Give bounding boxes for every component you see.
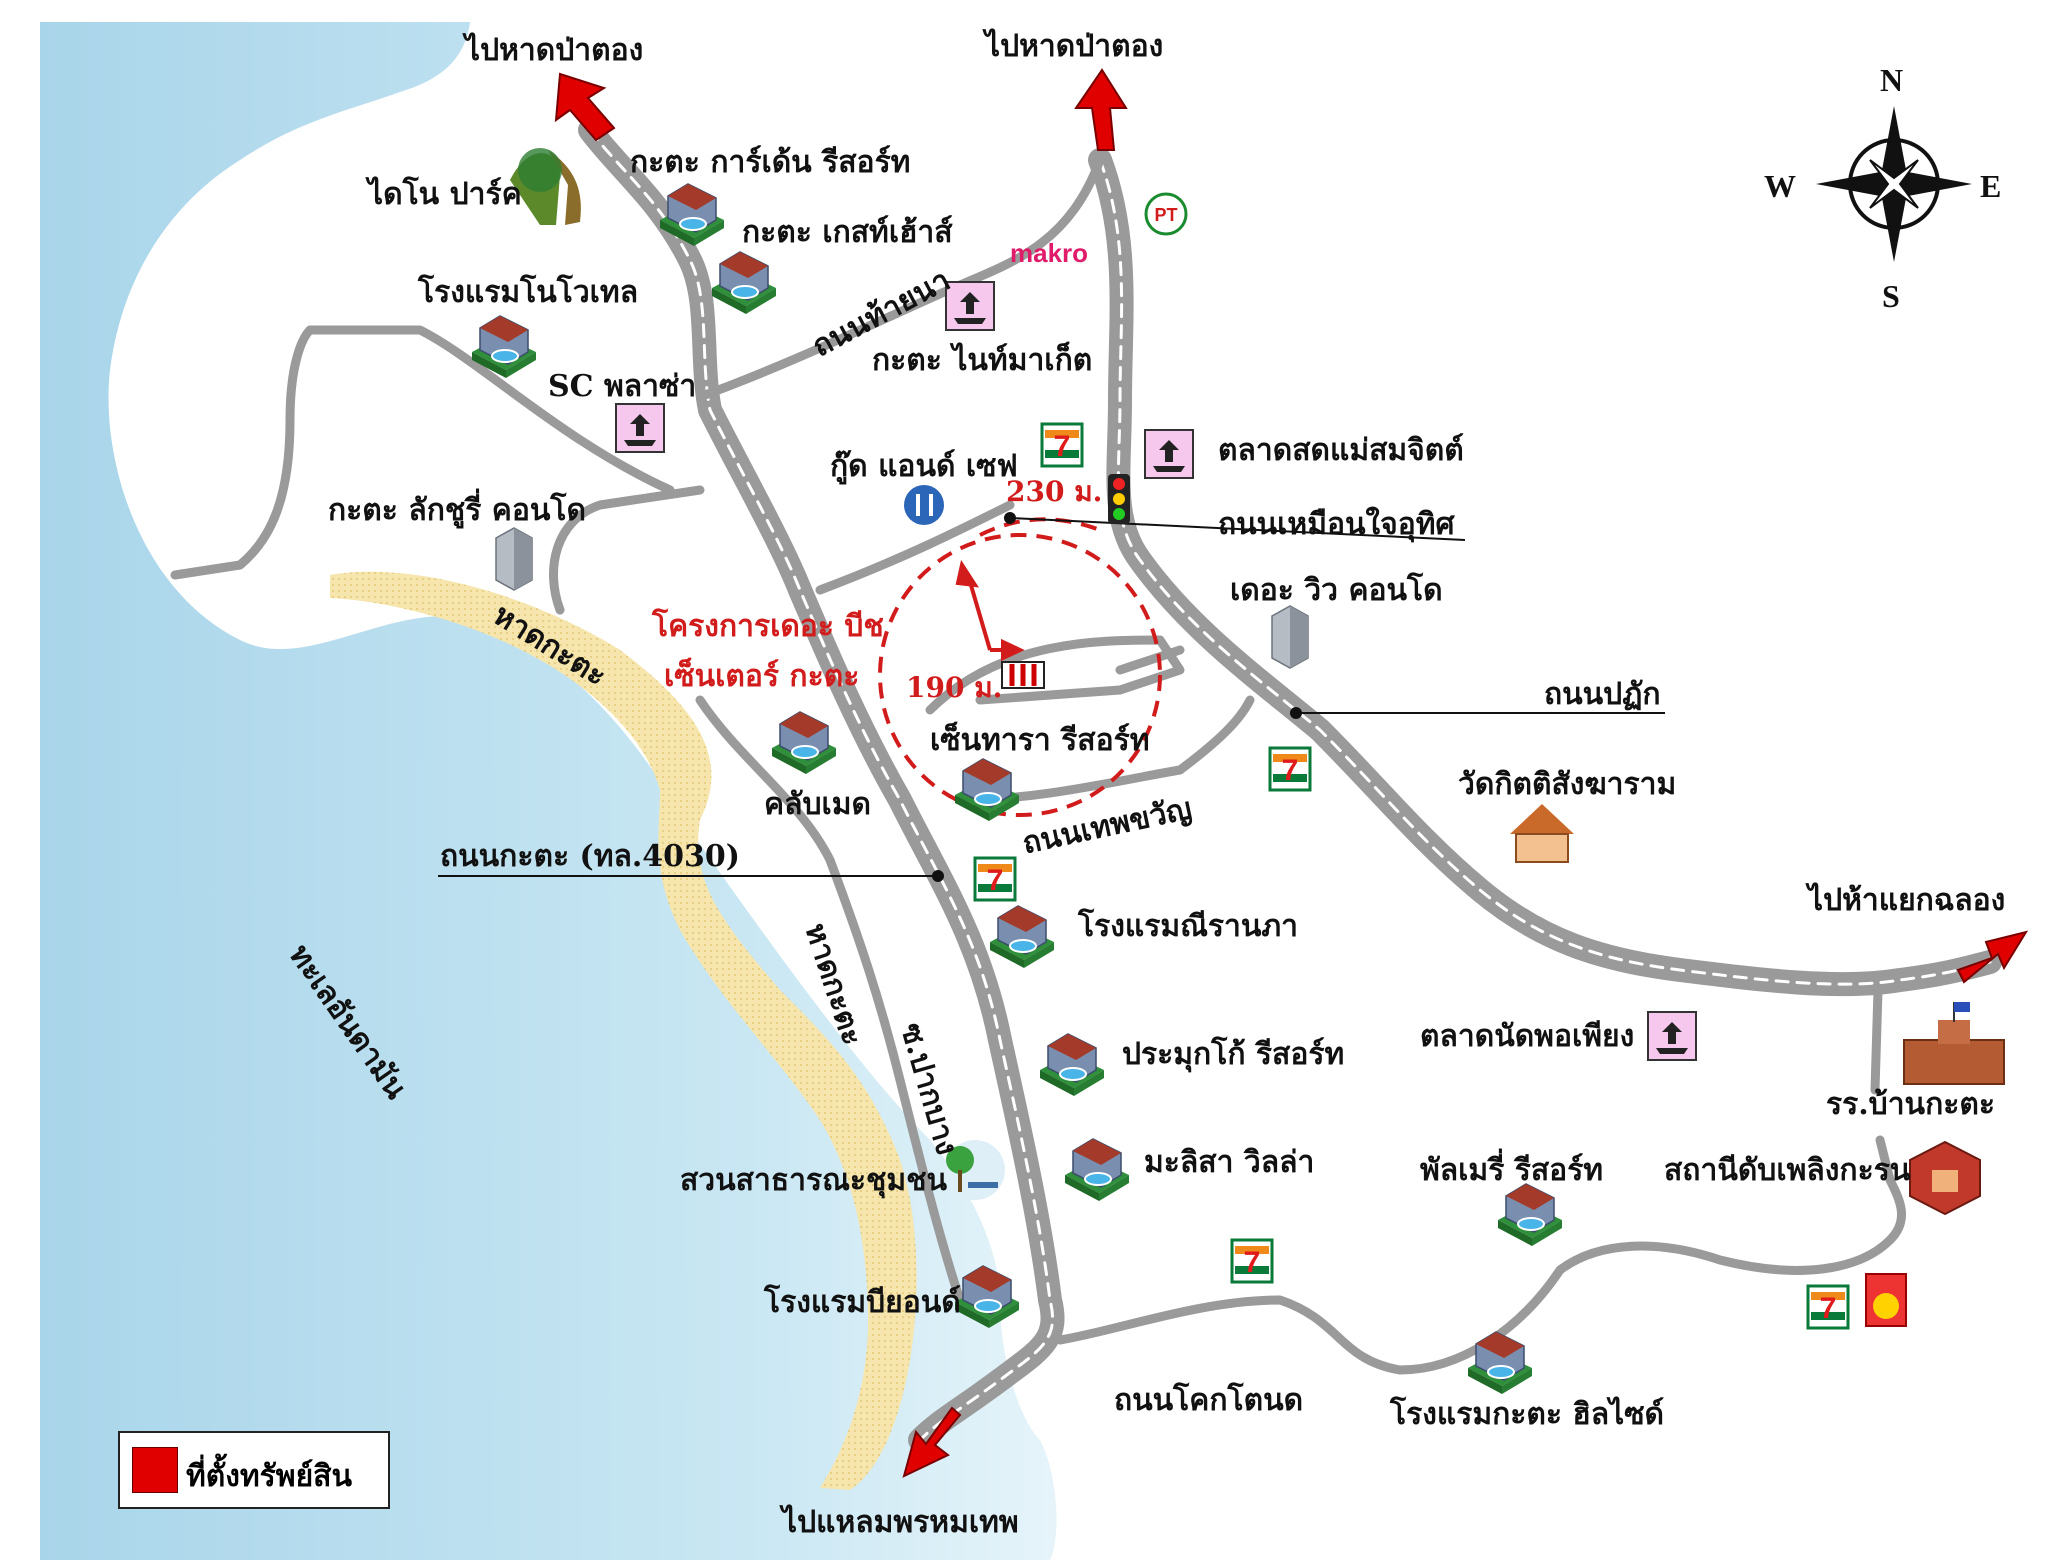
makro-logo: makro (1010, 238, 1088, 268)
direction-arrows (554, 68, 2029, 1478)
label-road-koktanod: ถนนโคกโตนด (1114, 1383, 1304, 1418)
seven-eleven-icon (1806, 1284, 1850, 1330)
label-malisa: มะลิสา วิลล่า (1144, 1145, 1315, 1180)
hotel-centara-icon (954, 758, 1020, 822)
direction-promthep: ไปแหลมพรหมเทพ (782, 1505, 1019, 1540)
label-centara: เซ็นทารา รีสอร์ท (930, 723, 1150, 758)
talad-mae-somjit-icon (1144, 429, 1194, 479)
label-ranapha: โรงแรมณีรานภา (1078, 909, 1299, 944)
label-beyond: โรงแรมบียอนด์ (764, 1285, 961, 1320)
hotel-palmery-icon (1497, 1183, 1563, 1247)
distance-190: 190 ม. (906, 671, 1003, 704)
hotel-kata-guesthouse-icon (711, 251, 777, 315)
good-and-safe-icon (904, 485, 944, 525)
dino-park-icon (510, 148, 581, 225)
distance-230: 230 ม. (1006, 475, 1103, 508)
hotel-kata-hillside-icon (1467, 1331, 1533, 1395)
kata-luxury-condo-icon (495, 527, 533, 591)
label-good-and-safe: กู๊ด แอนด์ เซฟ (830, 449, 1018, 484)
label-the-view-condo: เดอะ วิว คอนโด (1230, 573, 1443, 608)
legend-label: ที่ตั้งทรัพย์สิน (186, 1459, 352, 1494)
hotel-malisa-icon (1064, 1138, 1130, 1202)
seven-eleven-icon (1040, 422, 1084, 468)
label-sc-plaza: SC พลาซ่า (548, 369, 697, 404)
seven-eleven-icon (973, 856, 1017, 902)
label-kata-guesthouse: กะตะ เกสท์เฮ้าส์ (742, 215, 953, 250)
legend-swatch (132, 1447, 178, 1493)
map-legend: ที่ตั้งทรัพย์สิน (118, 1431, 390, 1509)
label-kata-hillside: โรงแรมกะตะ ฮิลไซด์ (1390, 1397, 1665, 1432)
hotel-club-med-icon (771, 711, 837, 775)
label-talad-mae-somjit: ตลาดสดแม่สมจิตต์ (1218, 433, 1464, 468)
compass-west: W (1764, 168, 1796, 204)
label-kata-garden: กะตะ การ์เด้น รีสอร์ท (630, 145, 911, 180)
hotel-ranapha-icon (989, 905, 1055, 969)
school-icon (1903, 1002, 2005, 1085)
project-label-line1: โครงการเดอะ บีช (652, 609, 884, 644)
label-talad-nat: ตลาดนัดพอเพียง (1420, 1019, 1635, 1054)
label-wat: วัดกิตติสังฆาราม (1458, 767, 1677, 802)
project-label-line2: เซ็นเตอร์ กะตะ (664, 659, 860, 694)
andaman-sea (40, 22, 1057, 1560)
label-kata-luxury-condo: กะตะ ลักชูรี่ คอนโด (328, 493, 586, 528)
label-kata-night-market: กะตะ ไนท์มาเก็ต (872, 343, 1093, 378)
pt-station-icon: PT (1144, 192, 1188, 236)
label-dino-park: ไดโน ปาร์ค (368, 177, 522, 212)
label-road-patak: ถนนปฏัก (1544, 677, 1661, 712)
wat-icon (1510, 804, 1574, 863)
sc-plaza-icon (615, 403, 665, 453)
traffic-light (1108, 474, 1130, 524)
label-public-park: สวนสาธารณะชุมชน (680, 1163, 948, 1198)
seven-eleven-icon (1230, 1238, 1274, 1284)
talad-nat-icon (1647, 1011, 1697, 1061)
the-view-condo-icon (1271, 605, 1309, 669)
label-palmery: พัลเมรี่ รีสอร์ท (1420, 1153, 1604, 1188)
public-park-icon (945, 1140, 1005, 1200)
mini-c-icon (1865, 1273, 1907, 1327)
kata-beach (330, 571, 917, 1490)
fire-station-icon (1909, 1140, 1981, 1216)
compass-east: E (1980, 168, 2002, 204)
svg-text:PT: PT (1154, 205, 1177, 225)
compass-north: N (1880, 62, 1904, 98)
seven-eleven-icon (1268, 746, 1312, 792)
compass-south: S (1882, 278, 1900, 314)
direction-patong-right: ไปหาดป่าตอง (985, 29, 1164, 64)
hotel-pramook-icon (1039, 1033, 1105, 1097)
label-club-med: คลับเมด (764, 787, 872, 822)
label-novotel: โรงแรมโนโวเทล (418, 275, 639, 310)
label-school: รร.บ้านกะตะ (1826, 1087, 1995, 1122)
compass-rose (1816, 106, 1972, 262)
direction-chalong: ไปห้าแยกฉลอง (1808, 883, 2006, 918)
direction-patong-left: ไปหาดป่าตอง (465, 33, 644, 68)
label-fire-station: สถานีดับเพลิงกะรน (1664, 1153, 1911, 1188)
label-pramook: ประมุกโก้ รีสอร์ท (1122, 1037, 1345, 1072)
label-road-kata-4030: ถนนกะตะ (ทล.4030) (440, 839, 740, 874)
label-road-muean-chai: ถนนเหมือนใจอุทิศ (1218, 507, 1455, 542)
property-marker (1001, 661, 1045, 689)
